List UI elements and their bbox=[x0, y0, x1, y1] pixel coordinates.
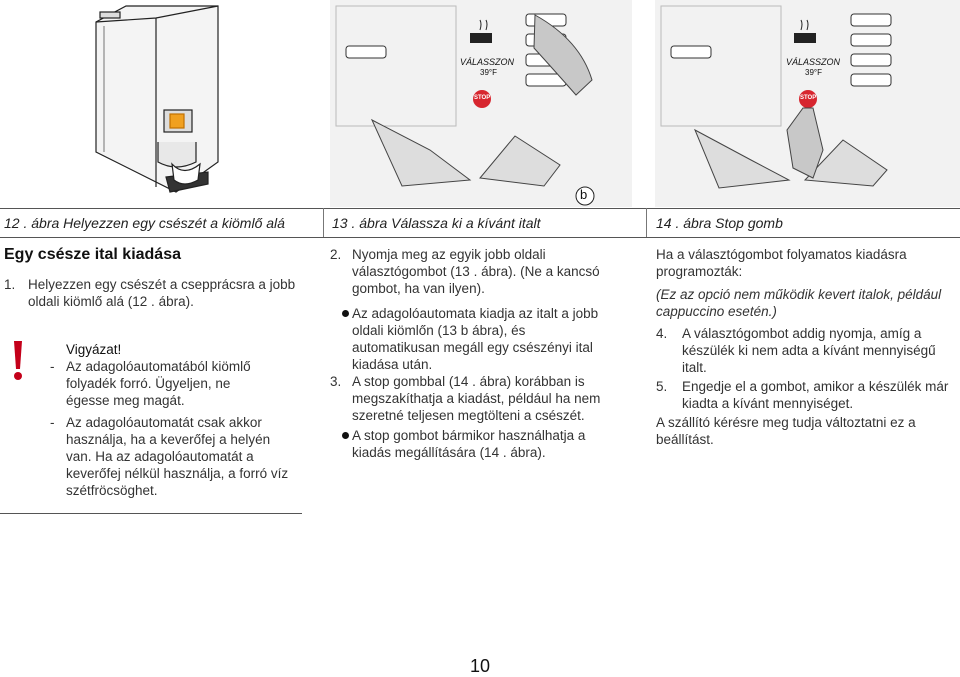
bullet-text: Az adagolóautomata kiadja az italt a job… bbox=[352, 306, 599, 372]
step-number: 4. bbox=[656, 326, 668, 341]
figure-14-illustration: VÁLASSZON 39°F STOP bbox=[655, 0, 960, 207]
display-temp: 39°F bbox=[480, 68, 497, 77]
display-temp-2: 39°F bbox=[805, 68, 822, 77]
page-number: 10 bbox=[470, 656, 491, 676]
caption-divider-2 bbox=[646, 208, 647, 238]
warning-text: Az adagolóautomatából kiömlő folyadék fo… bbox=[66, 359, 251, 408]
bullet-dot bbox=[342, 310, 349, 317]
stop-label: STOP bbox=[474, 95, 491, 101]
step-number: 2. bbox=[330, 247, 342, 262]
caption-divider-1 bbox=[323, 208, 324, 238]
figure-13-label-b: b bbox=[580, 187, 588, 202]
exclamation-icon bbox=[14, 341, 22, 380]
step-text: Nyomja meg az egyik jobb oldali választó… bbox=[352, 247, 600, 296]
right-note: (Ez az opció nem működik kevert italok, … bbox=[656, 287, 942, 319]
warning-dash: - bbox=[50, 359, 55, 374]
section-heading: Egy csésze ital kiadása bbox=[4, 246, 181, 263]
step-number: 5. bbox=[656, 379, 668, 394]
figure-13-caption: 13 . ábra Válassza ki a kívánt italt bbox=[332, 215, 541, 231]
caption-rule bbox=[0, 237, 960, 238]
figure-13-illustration: VÁLASSZON 39°F STOP b bbox=[330, 0, 632, 207]
warning-title: Vigyázat! bbox=[66, 342, 122, 357]
right-closing: A szállító kérésre meg tudja változtatni… bbox=[656, 415, 916, 447]
figure-12-illustration bbox=[95, 5, 219, 193]
step-number: 3. bbox=[330, 374, 342, 389]
step-number: 1. bbox=[4, 277, 16, 292]
step-text: A választógombot addig nyomja, amíg a ké… bbox=[682, 326, 936, 375]
display-word: VÁLASSZON bbox=[460, 57, 515, 67]
stop-label-2: STOP bbox=[800, 95, 817, 101]
step-text: A stop gombbal (14 . ábra) korábban is m… bbox=[352, 374, 601, 423]
step-text: Engedje el a gombot, amikor a készülék m… bbox=[682, 379, 949, 411]
right-intro: Ha a választógombot folyamatos kiadásra … bbox=[656, 247, 907, 279]
warning-text: Az adagolóautomatát csak akkor használja… bbox=[66, 415, 289, 498]
warning-dash: - bbox=[50, 415, 55, 430]
step-text: Helyezzen egy csészét a csepprácsra a jo… bbox=[28, 277, 296, 309]
bottom-rule bbox=[0, 513, 302, 514]
top-rule bbox=[0, 208, 960, 209]
figure-14-caption: 14 . ábra Stop gomb bbox=[656, 215, 783, 231]
bullet-dot bbox=[342, 432, 349, 439]
display-word-2: VÁLASSZON bbox=[786, 57, 841, 67]
bullet-text: A stop gombot bármikor használhatja a ki… bbox=[352, 428, 586, 460]
figure-12-caption: 12 . ábra Helyezzen egy csészét a kiömlő… bbox=[4, 215, 285, 231]
